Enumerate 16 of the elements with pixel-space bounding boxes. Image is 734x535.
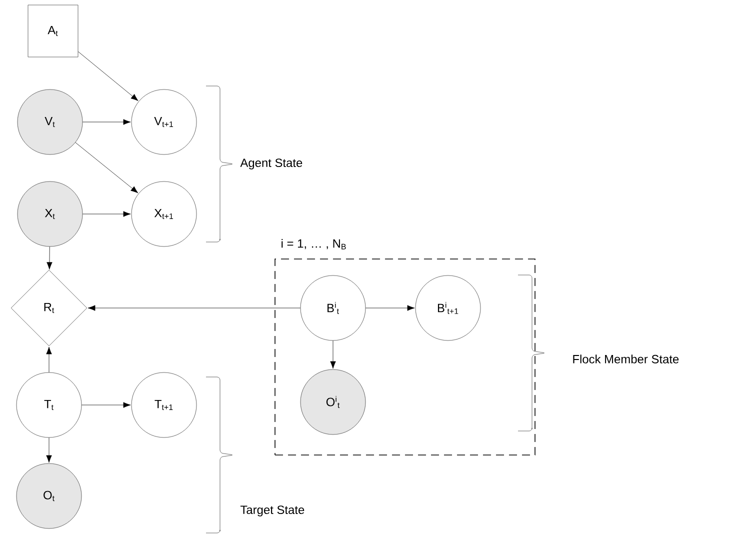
arrow (46, 246, 52, 270)
arrow (82, 119, 131, 125)
arrow (82, 211, 131, 217)
action-box: A$_{t}$ (28, 4, 78, 58)
arrow (46, 438, 52, 463)
node-label: i = 1, … , N$_{B}$ (282, 238, 346, 250)
group-label: Agent State (240, 158, 302, 170)
arrow (88, 305, 300, 311)
arrow (75, 142, 138, 194)
group-label: Flock Member State (573, 354, 679, 364)
group-label: Target State (240, 506, 304, 516)
arrow (78, 51, 138, 101)
arrow (82, 402, 131, 408)
arrow (46, 346, 52, 372)
arrow (330, 340, 336, 369)
arrow (366, 305, 415, 311)
